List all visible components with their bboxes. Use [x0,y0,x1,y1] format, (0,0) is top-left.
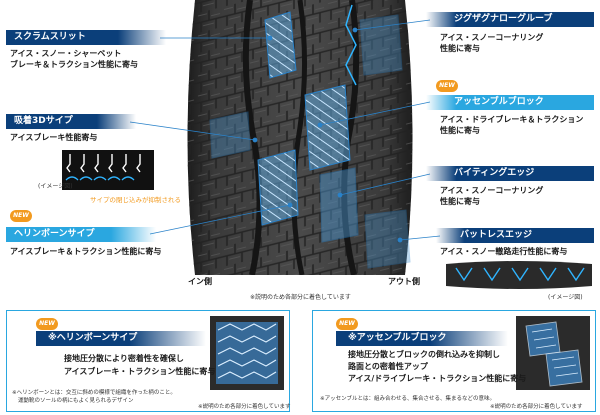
zigzag-groove-desc-1: アイス・スノーコーナリング [440,33,544,42]
buttress-edge-label: バットレスエッジ [436,228,594,243]
scrum-slit-label: スクラムスリット [6,30,166,45]
sipe-illustration [62,150,154,190]
callout-lines [129,19,441,243]
right-panel-new-badge: NEW [336,318,358,330]
right-panel-foot-1: ※アッセンブルとは：組み合わせる、集合させる、集まるなどの意味。 [320,396,495,402]
ascend-block-label: アッセンブルブロック [426,95,594,110]
herringbone-sipe-label: ヘリンボーンサイプ [6,227,156,242]
right-panel-title: ※アッセンブルブロック [336,331,508,346]
tread-coloring-note: ※説明のため各部分に着色しています [250,294,351,301]
biting-edge-desc-1: アイス・スノーコーナリング [440,186,544,195]
ascend-block-pattern-image [516,316,590,390]
left-panel-title: ※ヘリンボーンサイプ [36,331,206,346]
sipe-image-caption: (イメージ図) [38,183,73,190]
outer-side-label: アウト側 [388,277,420,286]
sipe-image-note: サイプの閉じ込みが抑制される [90,196,181,204]
buttress-illustration [446,261,592,289]
herringbone-sipe-desc: アイスブレーキ＆トラクション性能に寄与 [10,247,162,256]
zigzag-groove-desc-2: 性能に寄与 [440,44,480,53]
suction-3d-sipe-desc: アイスブレーキ性能寄与 [10,133,98,142]
right-panel-foot-2: ※説明のため各部分に着色しています [490,404,583,410]
left-panel-line-2: アイスブレーキ・トラクション性能に寄与 [64,367,216,376]
herringbone-new-badge: NEW [10,210,32,222]
right-panel-line-1: 接地圧分散とブロックの倒れ込みを抑制し [348,350,500,359]
zigzag-groove-label: ジグザグナローグルーブ [426,12,594,27]
ascend-block-desc-1: アイス・ドライブレーキ＆トラクション [440,115,584,124]
biting-edge-label: バイティングエッジ [426,166,594,181]
left-panel-new-badge: NEW [36,318,58,330]
scrum-slit-desc-1: アイス・スノー・シャーベット [10,49,122,58]
buttress-image-caption: (イメージ図) [548,294,583,301]
buttress-edge-desc: アイス・スノー轍路走行性能に寄与 [440,247,568,256]
left-panel-foot-3: ※説明のため各部分に着色しています [198,404,291,410]
herringbone-pattern-image [210,316,284,390]
right-panel-line-3: アイス/ドライブレーキ・トラクション性能に寄与 [348,374,527,383]
inner-side-label: イン側 [188,277,212,286]
ascend-block-new-badge: NEW [436,80,458,92]
ascend-block-desc-2: 性能に寄与 [440,126,480,135]
tire-tread-image [187,0,413,275]
suction-3d-sipe-label: 吸着3Dサイプ [6,114,136,129]
left-panel-foot-1: ※ヘリンボーンとは：交互に斜めの模様で組織を作った柄のこと。 [12,390,176,396]
biting-edge-desc-2: 性能に寄与 [440,197,480,206]
right-panel-line-2: 路面との密着性アップ [348,362,428,371]
left-panel-line-1: 接地圧分散により密着性を確保し [64,354,184,363]
left-panel-foot-2: 運動靴のソールの柄にもよく見られるデザイン [18,398,134,404]
scrum-slit-desc-2: ブレーキ＆トラクション性能に寄与 [10,60,138,69]
